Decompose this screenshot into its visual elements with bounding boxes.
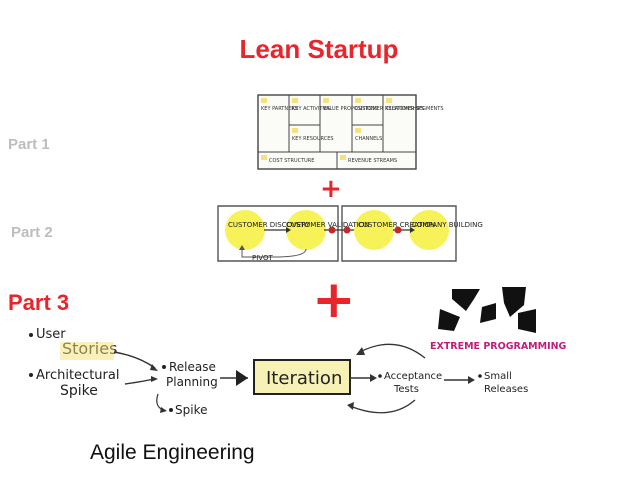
extreme-programming-logo: EXTREME PROGRAMMING <box>430 287 567 352</box>
part-3-label: Part 3 <box>8 290 70 315</box>
small-releases-line1: Small <box>484 371 512 382</box>
canvas-cell-key-partners: KEY PARTNERS <box>261 106 298 112</box>
business-model-canvas-sketch: KEY PARTNERS KEY ACTIVITIES VALUE PROPOS… <box>257 94 444 170</box>
pivot-label: PIVOT <box>252 254 273 262</box>
stage-customer-creation: CUSTOMER CREATION <box>358 221 435 229</box>
agile-engineering-caption: Agile Engineering <box>90 441 255 464</box>
stage-customer-validation: CUSTOMER VALIDATION <box>286 221 369 229</box>
customer-development-sketch: CUSTOMER DISCOVERY CUSTOMER VALIDATION C… <box>217 205 483 262</box>
stage-company-building: COMPANY BUILDING <box>412 221 483 229</box>
release-planning-line2: Planning <box>166 375 218 389</box>
canvas-cell-value-propositions: VALUE PROPOSITIONS <box>323 106 378 112</box>
iteration-label: Iteration <box>266 368 342 389</box>
canvas-cell-customer-segments: CUSTOMER SEGMENTS <box>386 106 444 112</box>
release-planning-line1: Release <box>169 360 216 374</box>
architectural-spike-line2: Spike <box>60 383 98 399</box>
spike-label: Spike <box>175 403 207 417</box>
plus-sign-large: + <box>312 270 356 330</box>
small-releases-line2: Releases <box>484 384 528 395</box>
page-title: Lean Startup <box>239 34 399 64</box>
canvas-cell-revenue-streams: REVENUE STREAMS <box>348 158 397 164</box>
canvas-cell-channels: CHANNELS <box>355 136 382 142</box>
canvas-cell-cost-structure: COST STRUCTURE <box>269 158 314 164</box>
xp-logo-text: EXTREME PROGRAMMING <box>430 341 567 352</box>
agile-flow-sketch: User Stories Architectural Spike Release… <box>29 327 528 417</box>
plus-sign-small: + <box>320 174 342 204</box>
canvas-cell-customer-relationships: CUSTOMER RELATIONSHIPS <box>355 106 424 112</box>
part-2-label: Part 2 <box>11 224 53 241</box>
user-stories-line1: User <box>36 327 66 342</box>
canvas-cell-key-activities: KEY ACTIVITIES <box>292 106 330 112</box>
part-1-label: Part 1 <box>8 136 50 153</box>
stage-customer-discovery: CUSTOMER DISCOVERY <box>228 221 311 229</box>
acceptance-tests-line2: Tests <box>393 384 419 395</box>
acceptance-tests-line1: Acceptance <box>384 371 442 382</box>
architectural-spike-line1: Architectural <box>36 368 119 383</box>
canvas-cell-key-resources: KEY RESOURCES <box>292 136 334 142</box>
